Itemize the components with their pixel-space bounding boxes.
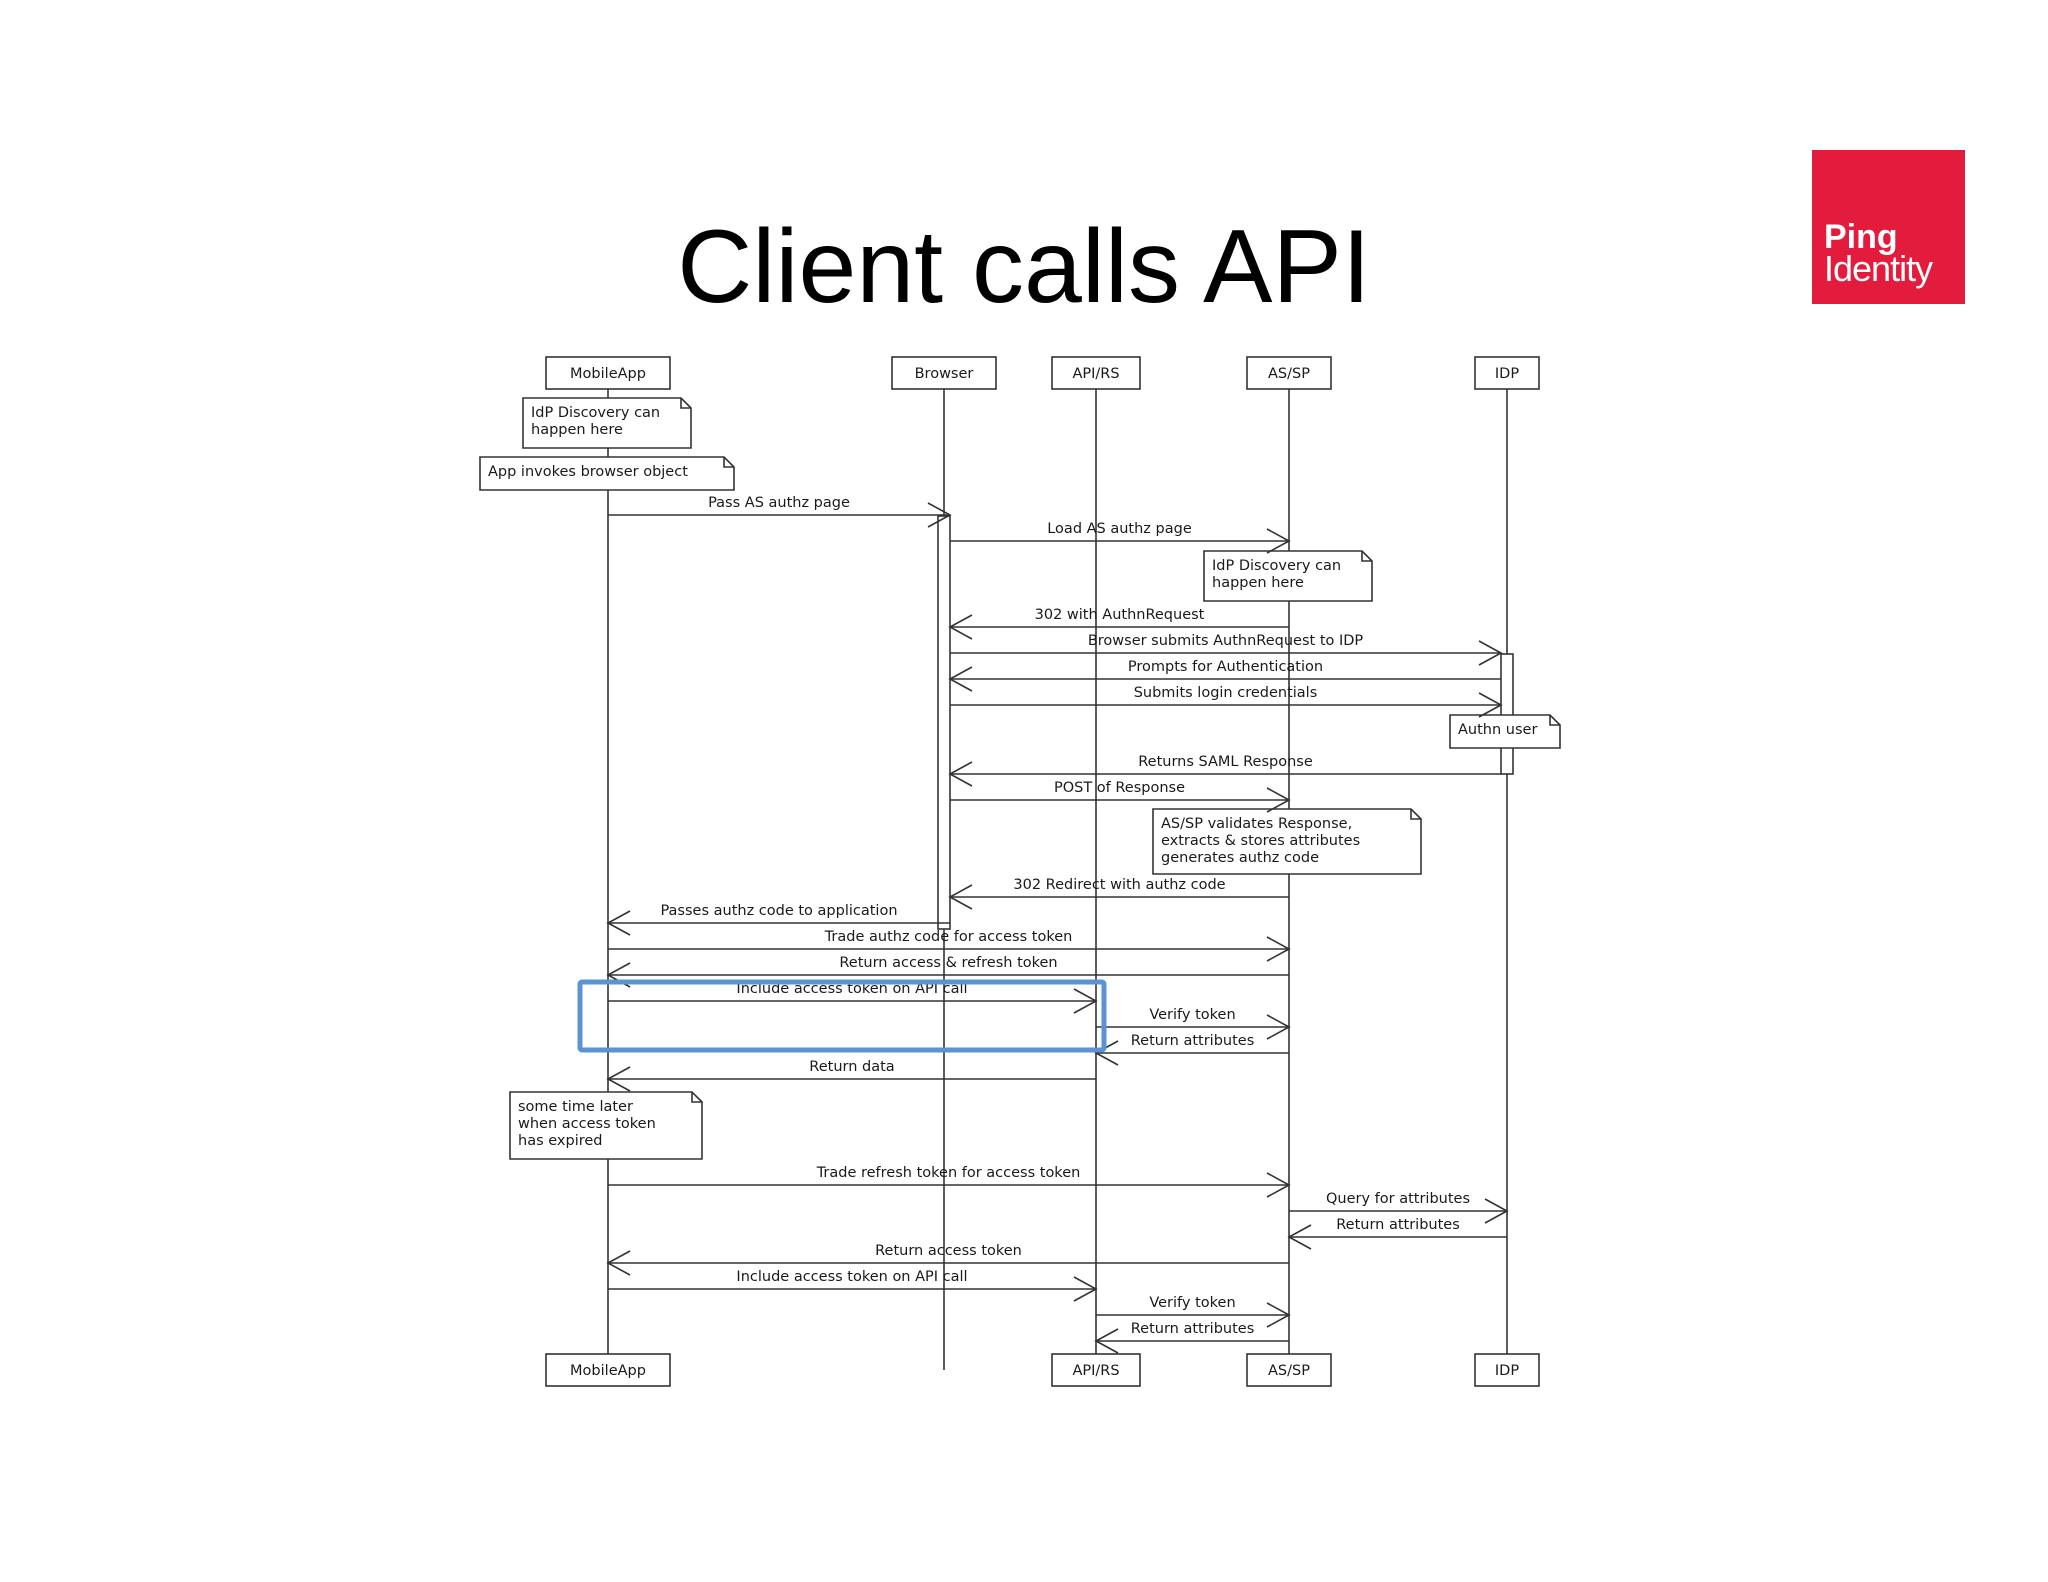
arrowhead xyxy=(1266,787,1291,813)
note-text: AS/SP validates Response, xyxy=(1161,816,1352,832)
arrowhead xyxy=(1094,1040,1119,1066)
arrowhead xyxy=(1484,1198,1509,1224)
arrowhead xyxy=(1287,1224,1312,1250)
footer-participant-box-api-rs xyxy=(1051,1353,1141,1387)
message-label: Trade refresh token for access token xyxy=(816,1165,1081,1181)
note-text: extracts & stores attributes xyxy=(1161,833,1360,849)
message-label: Query for attributes xyxy=(1326,1191,1470,1207)
participant-box-idp xyxy=(1474,356,1540,390)
footer-participant-label-idp: IDP xyxy=(1495,1363,1519,1379)
arrowhead xyxy=(1073,988,1098,1014)
arrowhead xyxy=(1094,1328,1119,1354)
participant-label-idp: IDP xyxy=(1495,366,1519,382)
participant-label-api-rs: API/RS xyxy=(1072,366,1119,382)
ping-identity-logo: Ping Identity xyxy=(1812,150,1965,304)
participant-box-browser xyxy=(891,356,997,390)
note-text: some time later xyxy=(518,1099,633,1115)
note-box xyxy=(522,397,692,449)
message-label: Return attributes xyxy=(1131,1033,1255,1049)
message-label: Return access token xyxy=(875,1243,1022,1259)
arrowhead xyxy=(948,761,973,787)
arrowhead xyxy=(948,666,973,692)
footer-participant-box-mobileapp xyxy=(545,1353,671,1387)
message-label: 302 Redirect with authz code xyxy=(1013,877,1225,893)
note-text: happen here xyxy=(531,422,623,438)
note-fold xyxy=(1410,809,1421,820)
note-text: App invokes browser object xyxy=(488,464,688,480)
participant-label-mobileapp: MobileApp xyxy=(570,366,646,382)
activation-browser xyxy=(937,515,951,930)
note-box xyxy=(1152,808,1422,875)
message-label: Passes authz code to application xyxy=(660,903,897,919)
arrowhead xyxy=(1073,1276,1098,1302)
participant-label-as-sp: AS/SP xyxy=(1268,366,1310,382)
note-text: when access token xyxy=(518,1116,656,1132)
logo-text-identity: Identity xyxy=(1824,248,1933,289)
note-box xyxy=(1449,714,1561,749)
message-label: Load AS authz page xyxy=(1047,521,1192,537)
note-fold xyxy=(723,457,734,468)
arrowhead xyxy=(1266,1172,1291,1198)
note-text: IdP Discovery can xyxy=(531,405,660,421)
message-label: Return attributes xyxy=(1336,1217,1460,1233)
note-fold xyxy=(691,1092,702,1103)
footer-participant-label-mobileapp: MobileApp xyxy=(570,1363,646,1379)
note-text: happen here xyxy=(1212,575,1304,591)
message-label: Verify token xyxy=(1149,1007,1235,1023)
message-label: Submits login credentials xyxy=(1134,685,1318,701)
message-label: 302 with AuthnRequest xyxy=(1035,607,1205,623)
message-label: Include access token on API call xyxy=(736,1269,967,1285)
arrowhead xyxy=(948,884,973,910)
message-label: Include access token on API call xyxy=(736,981,967,997)
arrowhead xyxy=(1266,936,1291,962)
participant-box-as-sp xyxy=(1246,356,1332,390)
arrowhead xyxy=(948,614,973,640)
message-label: Return attributes xyxy=(1131,1321,1255,1337)
note-text: has expired xyxy=(518,1133,603,1149)
participant-box-mobileapp xyxy=(545,356,671,390)
arrowhead xyxy=(606,910,631,936)
message-label: Returns SAML Response xyxy=(1138,754,1313,770)
note-text: IdP Discovery can xyxy=(1212,558,1341,574)
message-label: Pass AS authz page xyxy=(708,495,850,511)
logo-text-ping: Ping xyxy=(1824,218,1898,256)
note-box xyxy=(479,456,735,491)
footer-participant-box-idp xyxy=(1474,1353,1540,1387)
arrowhead xyxy=(1266,1302,1291,1328)
note-fold xyxy=(1361,551,1372,562)
note-fold xyxy=(1549,715,1560,726)
message-label: Browser submits AuthnRequest to IDP xyxy=(1088,633,1364,649)
note-text: Authn user xyxy=(1458,722,1537,738)
message-label: POST of Response xyxy=(1054,780,1185,796)
arrowhead xyxy=(606,1066,631,1092)
message-label: Prompts for Authentication xyxy=(1128,659,1323,675)
note-fold xyxy=(680,398,691,409)
participant-box-api-rs xyxy=(1051,356,1141,390)
note-box xyxy=(509,1091,703,1160)
message-label: Trade authz code for access token xyxy=(824,929,1073,945)
arrowhead xyxy=(1478,640,1503,666)
slide-title: Client calls API xyxy=(677,209,1371,325)
participant-label-browser: Browser xyxy=(915,366,974,382)
note-text: generates authz code xyxy=(1161,850,1319,866)
message-label: Return access & refresh token xyxy=(839,955,1057,971)
footer-participant-box-as-sp xyxy=(1246,1353,1332,1387)
arrowhead xyxy=(1266,528,1291,554)
arrowhead xyxy=(1478,692,1503,718)
message-label: Verify token xyxy=(1149,1295,1235,1311)
arrowhead xyxy=(606,1250,631,1276)
message-label: Return data xyxy=(809,1059,894,1075)
arrowhead xyxy=(1266,1014,1291,1040)
note-box xyxy=(1203,550,1373,602)
highlight-box xyxy=(577,979,1107,1053)
footer-participant-label-api-rs: API/RS xyxy=(1072,1363,1119,1379)
footer-participant-label-as-sp: AS/SP xyxy=(1268,1363,1310,1379)
arrowhead xyxy=(927,502,952,528)
activation-idp xyxy=(1500,653,1514,775)
